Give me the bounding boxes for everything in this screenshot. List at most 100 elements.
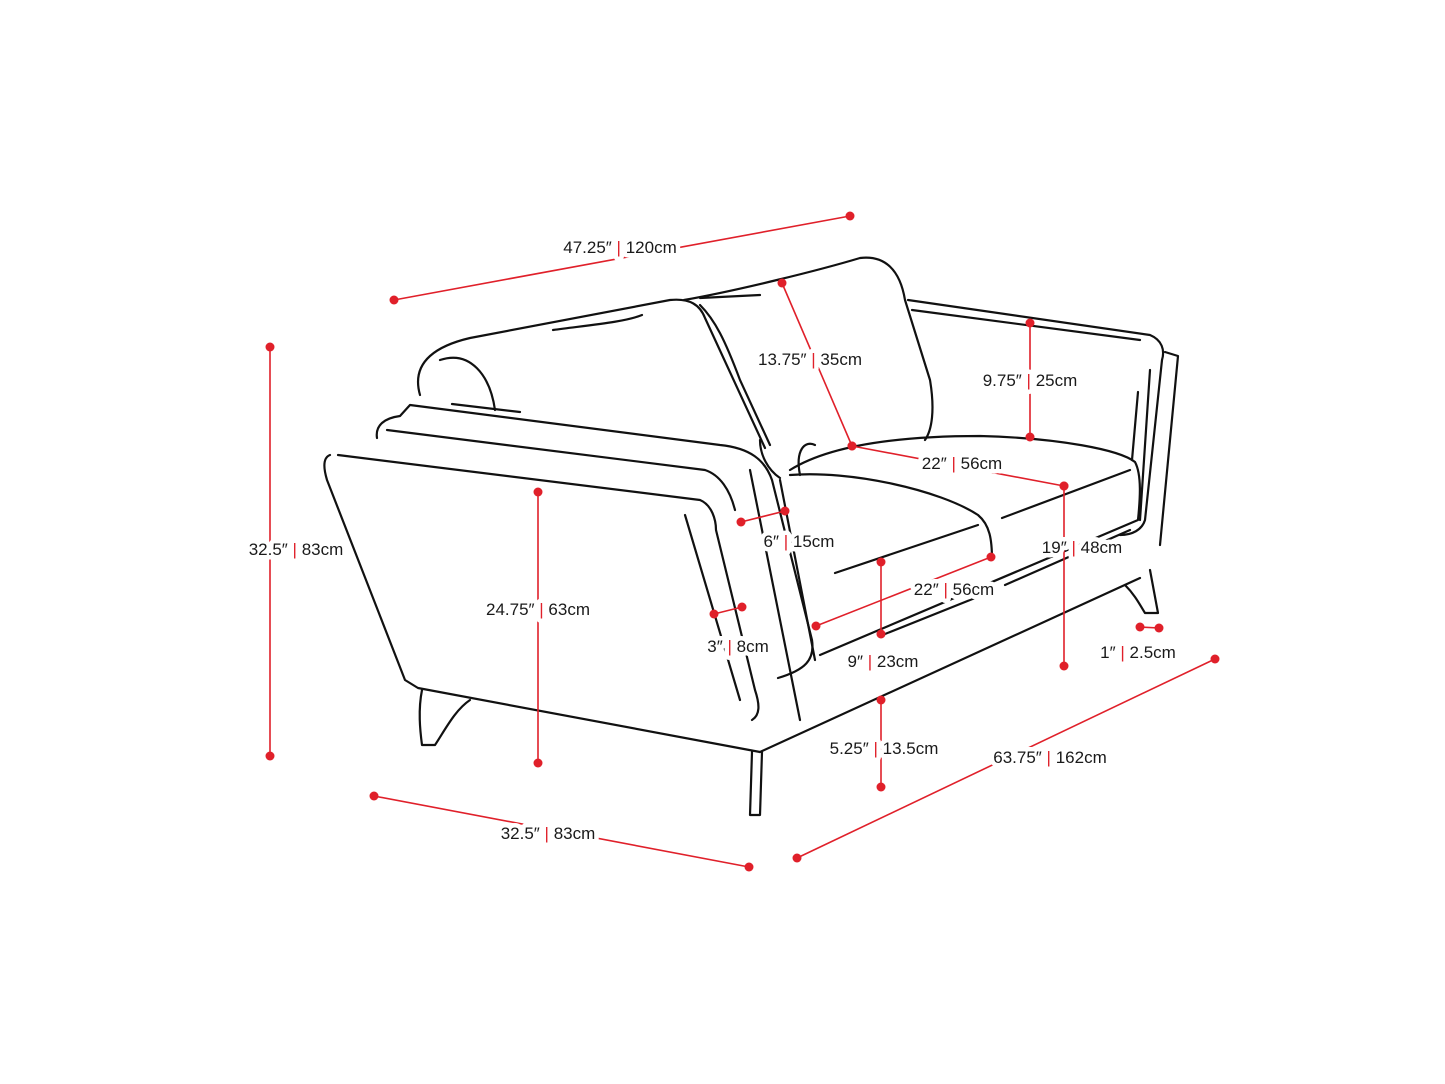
cm-value: 56cm (961, 454, 1003, 473)
dimension-endpoint (876, 782, 886, 792)
separator: | (1116, 643, 1130, 662)
dimension-line (781, 282, 853, 447)
dimension-overall-depth: 32.5″ | 83cm (369, 791, 754, 872)
dimension-label: 24.75″ | 63cm (486, 600, 590, 619)
inches-value: 32.5″ (249, 540, 288, 559)
dimension-seat-depth: 22″ | 56cm (847, 441, 1069, 491)
inches-value: 9.75″ (983, 371, 1022, 390)
inches-value: 19″ (1042, 538, 1067, 557)
cm-value: 56cm (953, 580, 995, 599)
separator: | (535, 600, 549, 619)
cm-value: 48cm (1081, 538, 1123, 557)
dimension-endpoint (876, 557, 886, 567)
inches-value: 32.5″ (501, 824, 540, 843)
dimension-line (373, 795, 750, 868)
separator: | (612, 238, 626, 257)
cm-value: 63cm (548, 600, 590, 619)
dimension-endpoint (265, 751, 275, 761)
separator: | (1022, 371, 1036, 390)
inches-value: 5.25″ (830, 739, 869, 758)
inches-value: 6″ (764, 532, 779, 551)
dimension-label: 3″ | 8cm (707, 637, 768, 656)
dimension-line (851, 445, 1065, 487)
dimension-line (815, 556, 992, 627)
dimension-backrest-height-above-seat: 9.75″ | 25cm (978, 318, 1082, 442)
dimension-overall-height: 32.5″ | 83cm (244, 342, 348, 761)
dimension-endpoint (1059, 481, 1069, 491)
dimension-label: 22″ | 56cm (914, 580, 994, 599)
dimension-label: 47.25″ | 120cm (563, 238, 676, 257)
cm-value: 25cm (1036, 371, 1078, 390)
dimension-overall-back-width: 47.25″ | 120cm (389, 211, 855, 305)
inches-value: 3″ (707, 637, 722, 656)
cm-value: 2.5cm (1130, 643, 1176, 662)
dimension-label: 1″ | 2.5cm (1100, 643, 1176, 662)
separator: | (947, 454, 961, 473)
dimension-label: 13.75″ | 35cm (758, 350, 862, 369)
dimension-endpoint (780, 506, 790, 516)
dimension-endpoint (847, 441, 857, 451)
dimension-endpoint (1135, 622, 1145, 632)
dimension-endpoint (845, 211, 855, 221)
dimension-endpoint (1154, 623, 1164, 633)
inches-value: 22″ (922, 454, 947, 473)
dimension-line (713, 606, 743, 615)
separator: | (807, 350, 821, 369)
dimension-label: 9″ | 23cm (848, 652, 919, 671)
sofa-line-art (323, 256, 1180, 817)
dimension-endpoint (736, 517, 746, 527)
dimension-label: 9.75″ | 25cm (983, 371, 1078, 390)
inches-value: 9″ (848, 652, 863, 671)
inches-value: 1″ (1100, 643, 1115, 662)
dimension-endpoint (1210, 654, 1220, 664)
cm-value: 83cm (302, 540, 344, 559)
dimension-label: 63.75″ | 162cm (993, 748, 1106, 767)
cm-value: 83cm (554, 824, 596, 843)
cm-value: 13.5cm (883, 739, 939, 758)
dimension-endpoint (737, 602, 747, 612)
dimension-endpoint (876, 629, 886, 639)
cm-value: 162cm (1056, 748, 1107, 767)
dimension-leg-height: 5.25″ | 13.5cm (825, 695, 943, 792)
cm-value: 35cm (820, 350, 862, 369)
dimension-line (393, 215, 851, 301)
dimension-armrest-height: 24.75″ | 63cm (481, 487, 595, 768)
inches-value: 47.25″ (563, 238, 612, 257)
dimension-label: 6″ | 15cm (764, 532, 835, 551)
dimension-endpoint (709, 609, 719, 619)
dimension-line (740, 510, 786, 523)
dimension-endpoint (1025, 432, 1035, 442)
dimension-seat-cushion-width: 22″ | 56cm (811, 552, 999, 631)
separator: | (288, 540, 302, 559)
dimension-seat-cushion-thickness: 9″ | 23cm (843, 557, 923, 676)
separator: | (779, 532, 793, 551)
inches-value: 13.75″ (758, 350, 807, 369)
dimension-endpoint (777, 278, 787, 288)
cm-value: 8cm (737, 637, 769, 656)
dimension-seat-height: 19″ | 48cm (1037, 481, 1127, 671)
dimension-endpoint (369, 791, 379, 801)
separator: | (1042, 748, 1056, 767)
dimension-label: 32.5″ | 83cm (249, 540, 344, 559)
dimension-back-cushion-height: 13.75″ | 35cm (753, 278, 867, 451)
dimension-endpoint (1025, 318, 1035, 328)
separator: | (1067, 538, 1081, 557)
dimension-overall-width: 63.75″ | 162cm (792, 654, 1220, 863)
dimension-label: 32.5″ | 83cm (501, 824, 596, 843)
inches-value: 24.75″ (486, 600, 535, 619)
dimension-leg-width: 1″ | 2.5cm (1096, 622, 1180, 667)
dimension-endpoint (986, 552, 996, 562)
dimension-endpoint (533, 487, 543, 497)
separator: | (869, 739, 883, 758)
inches-value: 22″ (914, 580, 939, 599)
dimension-armrest-side-width: 3″ | 8cm (703, 602, 773, 661)
dimension-endpoint (811, 621, 821, 631)
dimension-endpoint (876, 695, 886, 705)
cm-value: 120cm (626, 238, 677, 257)
dimension-label: 5.25″ | 13.5cm (830, 739, 939, 758)
dimension-endpoint (533, 758, 543, 768)
cm-value: 15cm (793, 532, 835, 551)
